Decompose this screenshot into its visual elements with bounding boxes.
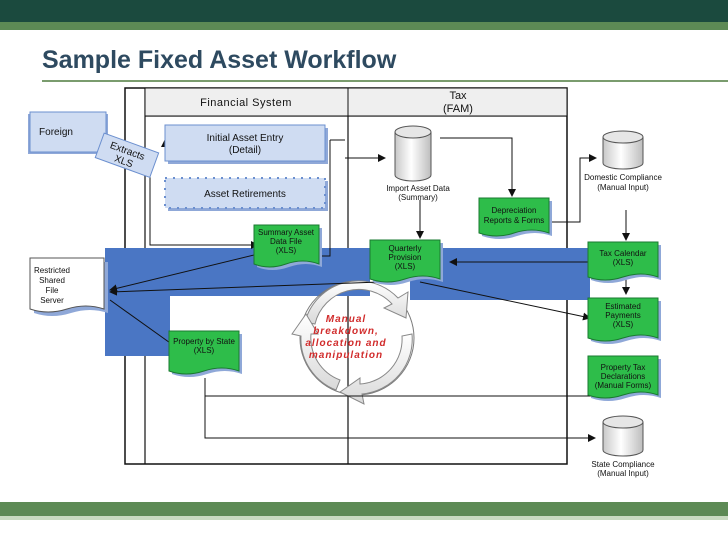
restricted-line4: Server xyxy=(40,296,64,305)
quarterly-provision-doc: Quarterly Provision (XLS) xyxy=(369,239,443,285)
quarterly-line3: (XLS) xyxy=(395,262,416,271)
header-stripe xyxy=(0,22,728,30)
arrow-initial-summary xyxy=(149,150,259,249)
summary-line1: Summary Asset xyxy=(258,228,315,237)
arrow-summary-restricted xyxy=(109,253,259,293)
estimated-line2: Payments xyxy=(605,311,641,320)
restricted-line3: File xyxy=(46,286,59,295)
extracts-label: Extracts XLS xyxy=(94,132,160,178)
proptax-line3: (Manual Forms) xyxy=(595,381,652,390)
summary-asset-data-file-doc: Summary Asset Data File (XLS) xyxy=(253,224,322,270)
depreciation-reports-doc: Depreciation Reports & Forms xyxy=(478,197,552,239)
manual-breakdown-label: Manual breakdown, allocation and manipul… xyxy=(305,314,386,361)
initial-rect xyxy=(164,124,326,162)
arrow-property-state xyxy=(204,396,596,442)
domestic-line1: Domestic Compliance xyxy=(584,173,662,182)
tax-lane-title: Tax xyxy=(449,90,467,102)
state-compliance-cylinder: State Compliance (Manual Input) xyxy=(591,415,655,478)
restricted-line1: Restricted xyxy=(34,266,70,275)
manual-line4: manipulation xyxy=(309,350,383,361)
taxcal-line2: (XLS) xyxy=(613,258,634,267)
estimated-payments-doc: Estimated Payments (XLS) xyxy=(587,297,661,344)
import-cylinder-top xyxy=(394,125,432,139)
page-title: Sample Fixed Asset Workflow xyxy=(42,46,397,74)
property-shape xyxy=(168,330,240,375)
financial-lane-header xyxy=(145,88,348,116)
manual-line2: breakdown, xyxy=(313,326,379,337)
state-line2: (Manual Input) xyxy=(597,469,649,478)
initial-line2: (Detail) xyxy=(229,145,261,156)
property-by-state-doc: Property by State (XLS) xyxy=(168,330,242,377)
tax-lane-subtitle: (FAM) xyxy=(443,103,473,115)
manual-line1: Manual xyxy=(326,314,366,325)
proptax-shape xyxy=(587,355,659,399)
import-line1: Import Asset Data xyxy=(386,184,450,193)
manual-line3: allocation and xyxy=(305,338,386,349)
arrow-quarterly-restricted xyxy=(109,281,381,296)
depreciation-line1: Depreciation xyxy=(492,206,537,215)
restricted-shape xyxy=(29,257,105,313)
domestic-line2: (Manual Input) xyxy=(597,183,649,192)
cycle-arrow-top xyxy=(304,280,409,325)
foreign-label: Foreign xyxy=(39,127,73,138)
asset-retirements-box: Asset Retirements xyxy=(164,177,328,211)
depreciation-line2: Reports & Forms xyxy=(484,216,544,225)
footer-bar xyxy=(0,484,728,546)
state-line1: State Compliance xyxy=(591,460,655,469)
import-line2: (Summary) xyxy=(398,193,438,202)
depreciation-shape xyxy=(478,197,550,237)
initial-asset-entry-box: Initial Asset Entry (Detail) xyxy=(164,124,328,164)
quarterly-line2: Provision xyxy=(389,253,422,262)
restricted-file-server-doc: Restricted Shared File Server xyxy=(29,257,108,316)
state-cylinder-top xyxy=(602,415,644,429)
tax-calendar-doc: Tax Calendar (XLS) xyxy=(587,241,661,283)
foreign-box: Foreign xyxy=(28,111,108,154)
footer-stripe xyxy=(0,502,728,516)
arrow-restricted-property xyxy=(109,299,181,351)
retirements-label: Asset Retirements xyxy=(204,189,286,200)
property-line1: Property by State xyxy=(173,337,235,346)
import-asset-data-cylinder: Import Asset Data (Summary) xyxy=(386,125,450,202)
proptax-line1: Property Tax xyxy=(601,363,646,372)
financial-lane-title: Financial System xyxy=(200,97,292,109)
foreign-rect xyxy=(29,111,107,153)
import-cylinder-body xyxy=(394,131,432,182)
summary-shape xyxy=(253,224,320,268)
state-cylinder-body xyxy=(602,421,644,457)
property-line2: (XLS) xyxy=(194,346,215,355)
summary-line3: (XLS) xyxy=(276,246,297,255)
highlight-band-right-mid xyxy=(410,282,590,300)
quarterly-line1: Quarterly xyxy=(389,244,422,253)
title-rule xyxy=(42,80,728,82)
taxcal-line1: Tax Calendar xyxy=(599,249,646,258)
property-tax-declarations-doc: Property Tax Declarations (Manual Forms) xyxy=(587,355,661,401)
estimated-line3: (XLS) xyxy=(613,320,634,329)
restricted-line2: Shared xyxy=(39,276,65,285)
cycle-graphic xyxy=(291,280,415,405)
domestic-cylinder-top xyxy=(602,130,644,144)
initial-line1: Initial Asset Entry xyxy=(207,133,284,144)
arrow-depreciation-domestic xyxy=(545,154,597,223)
cycle-arrow-right xyxy=(339,333,413,405)
domestic-compliance-cylinder: Domestic Compliance (Manual Input) xyxy=(584,130,662,192)
proptax-line2: Declarations xyxy=(601,372,645,381)
extracts-shape xyxy=(94,132,160,178)
tax-lane-header xyxy=(348,88,567,116)
taxcal-shape xyxy=(587,241,659,281)
footer-stripe-light xyxy=(0,516,728,520)
estimated-shape xyxy=(587,297,659,342)
header-bar xyxy=(0,0,728,30)
line-summary-up xyxy=(320,140,331,257)
domestic-cylinder-body xyxy=(602,136,644,170)
retirements-rect xyxy=(164,177,326,209)
arrow-quarterly-estimated xyxy=(419,281,591,321)
cycle-arrow-left xyxy=(291,313,341,391)
estimated-line1: Estimated xyxy=(605,302,641,311)
quarterly-shape xyxy=(369,239,441,283)
summary-line2: Data File xyxy=(270,237,303,246)
arrow-import-depreciation xyxy=(440,137,516,197)
